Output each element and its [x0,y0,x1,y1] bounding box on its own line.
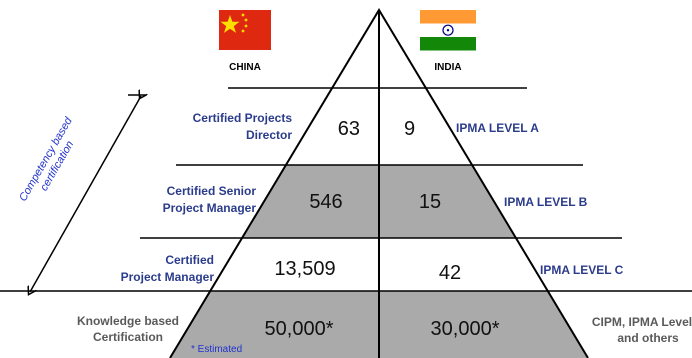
india-level-c-value: 42 [438,262,462,284]
china-level-b-label: Certified Senior Project Manager [162,184,256,215]
india-level-b-value: 15 [418,191,442,213]
star-icon [220,15,240,33]
india-level-c-label: IPMA LEVEL C [540,263,624,277]
china-column-header: CHINA [229,62,261,73]
india-column-header: INDIA [434,62,462,73]
india-level-a-value: 9 [404,118,416,140]
china-level-d-value: 50,000* [264,318,334,340]
chakra-icon [442,24,454,36]
estimated-footnote: * Estimated [191,344,243,355]
india-level-b-label: IPMA LEVEL B [504,195,588,209]
india-level-d-value: 30,000* [430,318,500,340]
india-level-a-label: IPMA LEVEL A [456,121,539,135]
india-level-d-label: CIPM, IPMA Level D and others [591,315,692,345]
china-level-c-label: Certified Project Manager [120,253,214,284]
knowledge-based-label: Knowledge based Certification [76,314,180,344]
china-level-a-value: 63 [337,118,360,140]
competency-double-arrow [30,96,141,292]
india-flag [420,10,476,51]
china-level-b-value: 546 [309,191,343,213]
china-level-a-label: Certified Projects Director [192,111,292,142]
china-flag [219,10,271,50]
china-level-c-value: 13,509 [274,258,336,280]
